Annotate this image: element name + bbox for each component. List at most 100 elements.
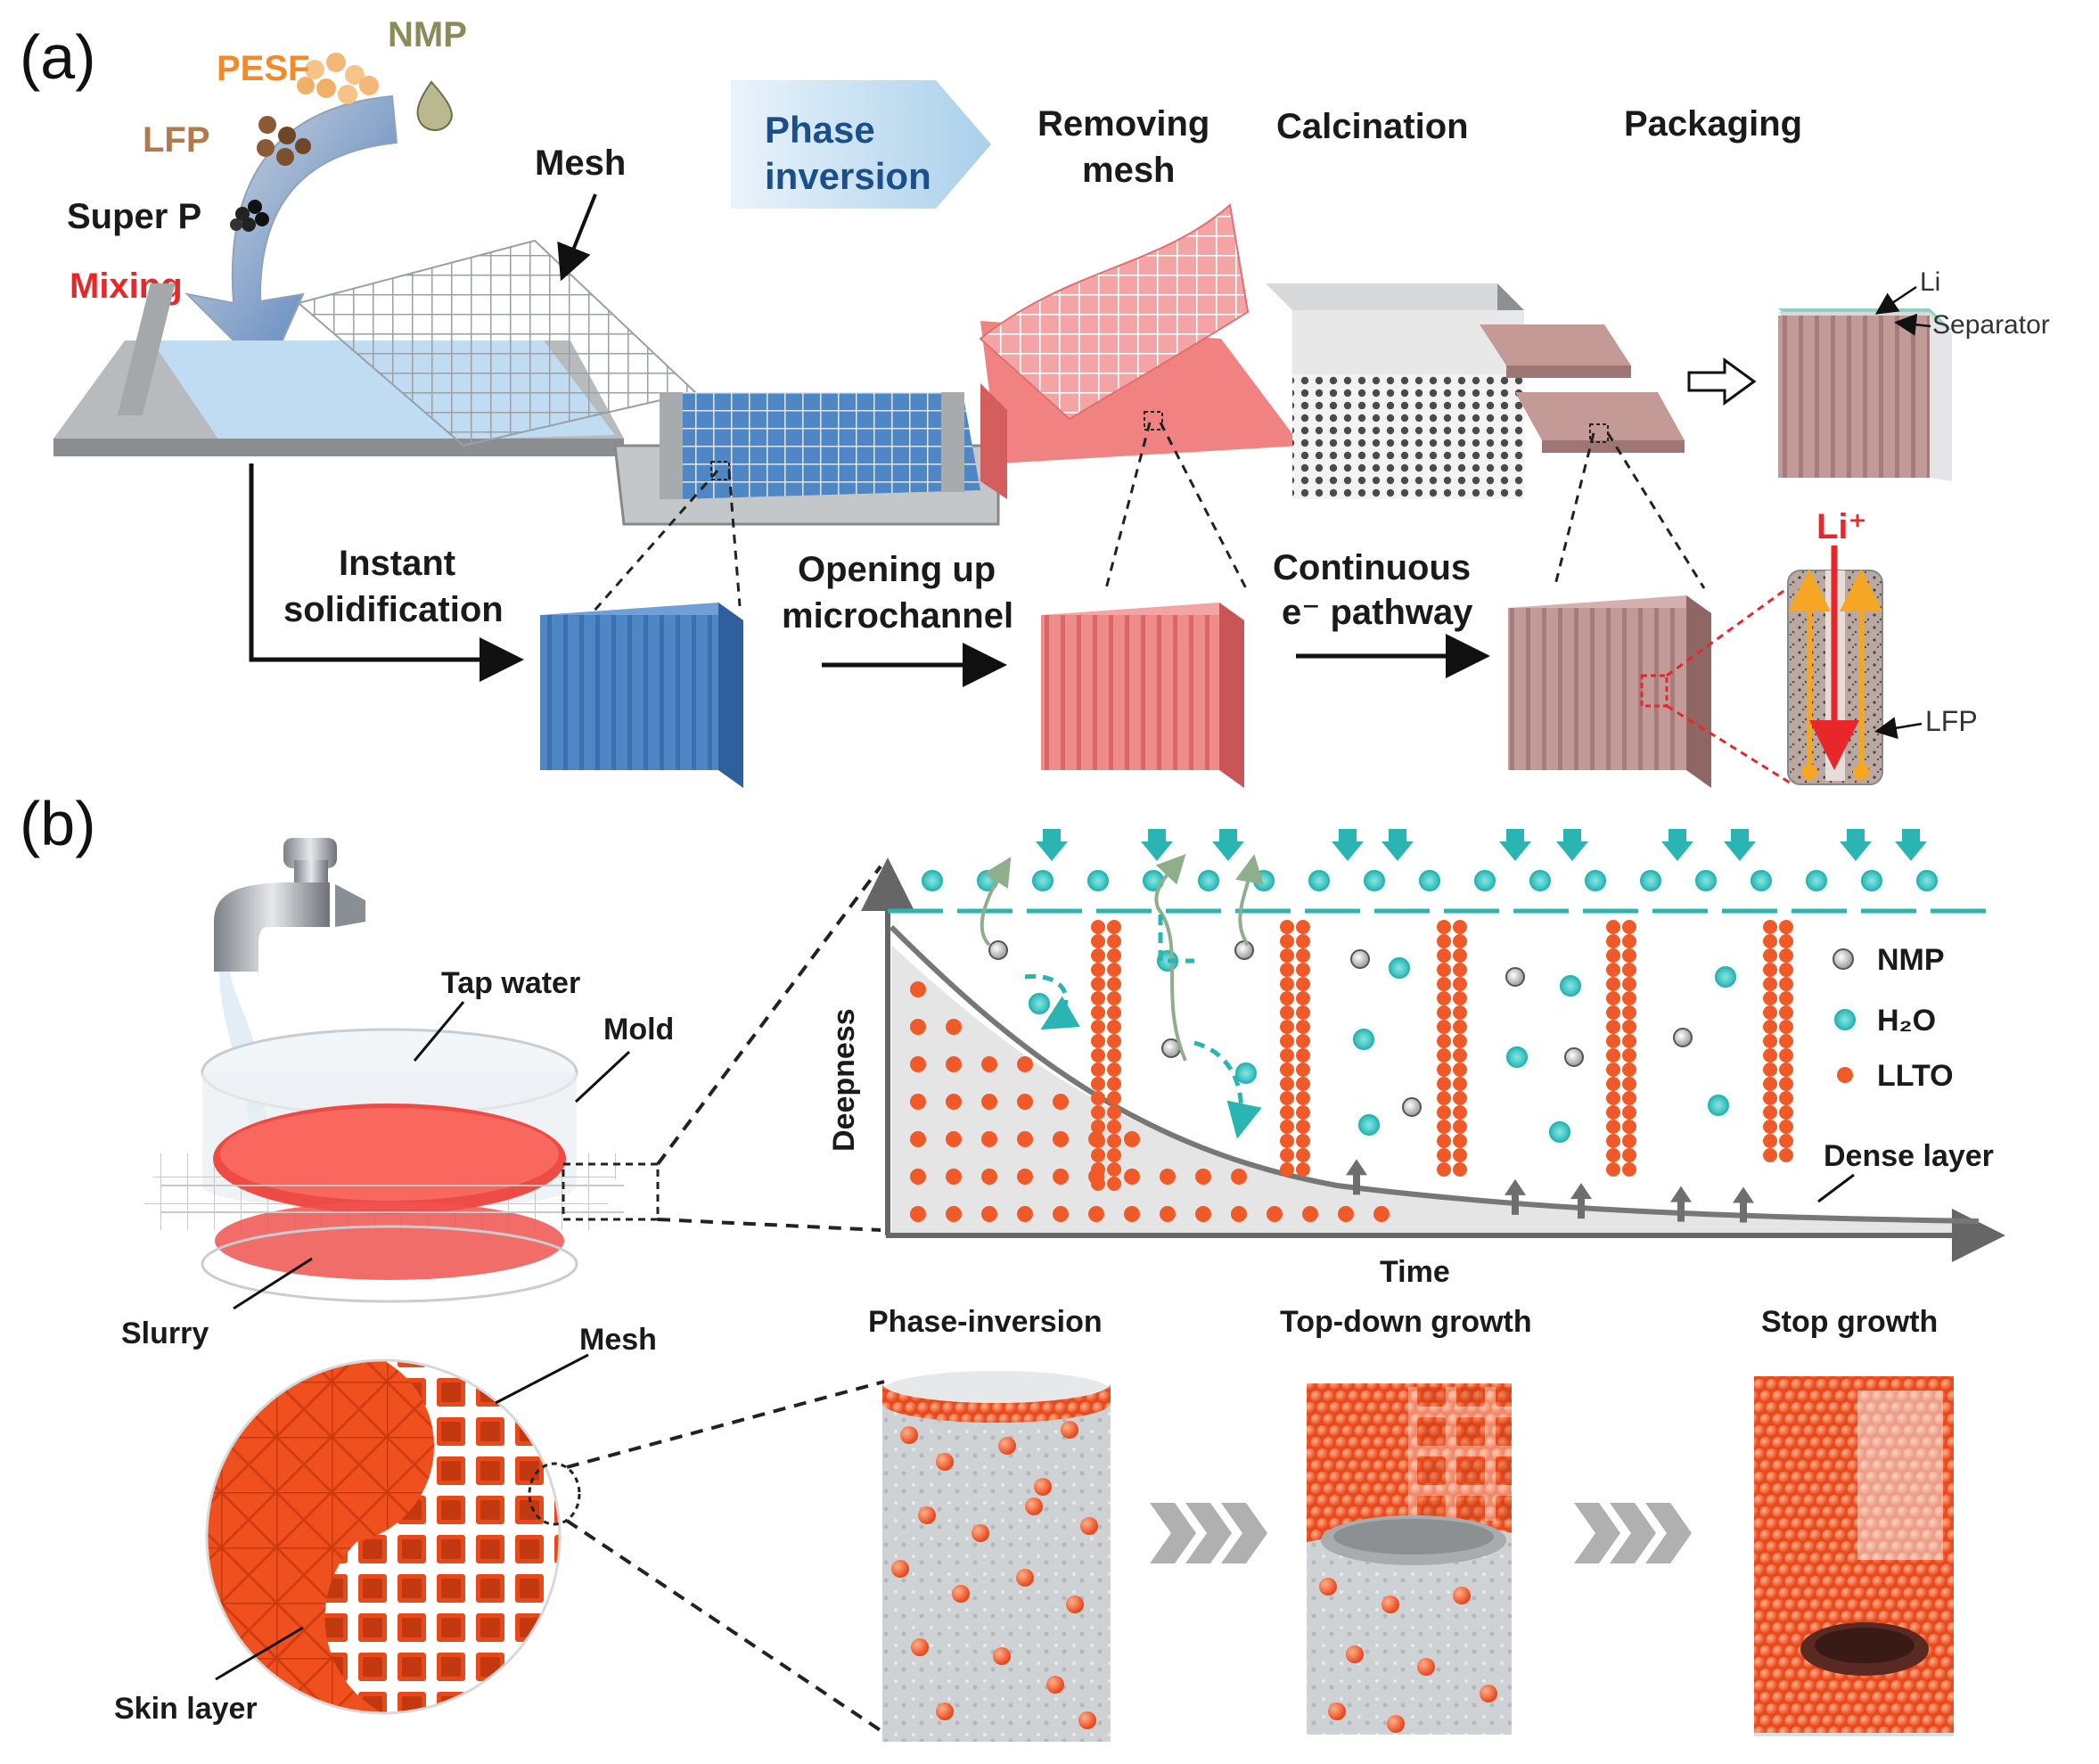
stage-1-particle: [936, 1453, 954, 1471]
llto-column-particle: [1091, 1034, 1105, 1048]
x-axis-label: Time: [1380, 1255, 1450, 1289]
stage-1-particle: [918, 1506, 936, 1524]
llto-column-particle: [1107, 1048, 1121, 1063]
nmp-molecule: [1564, 1047, 1584, 1067]
tap-water-label: Tap water: [441, 966, 580, 1000]
stage-2-particle: [1319, 1578, 1337, 1596]
packaging-label: Packaging: [1624, 104, 1802, 144]
llto-column-particle: [1296, 948, 1310, 963]
llto-particle: [946, 1131, 962, 1147]
llto-column-particle: [1107, 1091, 1121, 1105]
growth-arrow: [1346, 1159, 1367, 1195]
llto-column-particle: [1622, 1048, 1636, 1063]
llto-column-particle: [1622, 1077, 1636, 1091]
llto-particle: [1124, 1131, 1140, 1147]
stage-1-particle: [1034, 1478, 1052, 1496]
llto-particle: [1017, 1131, 1033, 1147]
llto-column-particle: [1779, 977, 1793, 991]
water-molecule: [1364, 870, 1385, 891]
zoom-lines-a: [592, 422, 1706, 612]
lfp-particles: [257, 116, 311, 166]
llto-particle: [1195, 1169, 1211, 1185]
stage-2-particle: [1417, 1658, 1435, 1676]
llto-particle: [1267, 1206, 1283, 1222]
llto-particle: [946, 1169, 962, 1185]
stage-2-particle: [1480, 1685, 1497, 1702]
stage-1-particle: [1046, 1676, 1064, 1694]
llto-column-particle: [1606, 1020, 1620, 1034]
llto-column-particle: [1296, 977, 1310, 991]
llto-column-particle: [1606, 920, 1620, 934]
disk-zoom-line-bottom: [565, 1519, 886, 1735]
llto-column-particle: [1107, 991, 1121, 1005]
llto-column-particle: [1107, 977, 1121, 991]
llto-column-particle: [1107, 920, 1121, 934]
llto-particle: [1053, 1131, 1069, 1147]
llto-column-particle: [1107, 1134, 1121, 1148]
llto-column-particle: [1606, 1048, 1620, 1063]
lfp-pointer-label: LFP: [1925, 705, 1978, 737]
stage-2-particle: [1382, 1596, 1399, 1613]
llto-column-particle: [1453, 1005, 1467, 1020]
llto-particle: [1338, 1206, 1354, 1222]
llto-column-particle: [1107, 948, 1121, 963]
separator-pointer: [1894, 313, 1931, 336]
nmp-molecule: [988, 940, 1008, 960]
llto-particle: [1195, 1206, 1211, 1222]
llto-column-particle: [1280, 948, 1294, 963]
mesh-label: Mesh: [535, 144, 626, 183]
stage-2-cylinder: [1307, 1383, 1512, 1735]
skin-layer-pointer: [215, 1626, 304, 1681]
llto-column-particle: [1091, 1005, 1105, 1020]
dish-zoom-line-top: [656, 865, 882, 1166]
llto-column-particle: [1763, 1134, 1777, 1148]
llto-column-particle: [1622, 1162, 1636, 1177]
llto-column-particle: [1453, 1048, 1467, 1063]
llto-column-particle: [1296, 1148, 1310, 1162]
h2o-molecule: [1560, 975, 1581, 997]
nmp-molecule: [1673, 1028, 1693, 1047]
llto-column-particle: [1763, 1077, 1777, 1091]
llto-particle: [1053, 1094, 1069, 1110]
llto-column-particle: [1453, 948, 1467, 963]
h2o-molecule: [1029, 993, 1050, 1014]
llto-column-particle: [1606, 1148, 1620, 1162]
mold-dish: [135, 1028, 624, 1303]
water-molecule: [1419, 870, 1440, 891]
llto-particle: [1053, 1206, 1069, 1222]
nmp-molecule: [1505, 967, 1525, 987]
llto-column-particle: [1091, 1120, 1105, 1134]
water-molecule: [1253, 870, 1275, 891]
llto-column-particle: [1622, 1005, 1636, 1020]
phase-inversion-line1: Phase: [765, 109, 875, 151]
llto-column-particle: [1437, 1148, 1451, 1162]
llto-column-particle: [1091, 1063, 1105, 1077]
panel-a-label: (a): [20, 22, 96, 92]
dish-zoom-line-bottom: [657, 1218, 881, 1232]
llto-column-particle: [1606, 991, 1620, 1005]
water-molecule: [1529, 870, 1551, 891]
llto-column-particle: [1606, 1091, 1620, 1105]
llto-column-particle: [1437, 991, 1451, 1005]
llto-column-particle: [1606, 1077, 1620, 1091]
stage-1-particle: [972, 1524, 989, 1542]
llto-column-particle: [1091, 1091, 1105, 1105]
li-pointer: [1874, 285, 1917, 315]
llto-column-particle: [1622, 948, 1636, 963]
stage-1-particle: [936, 1702, 954, 1720]
llto-particle: [1124, 1206, 1140, 1222]
llto-column-particle: [1296, 934, 1310, 948]
water-molecule: [1087, 870, 1109, 891]
llto-column-particle: [1453, 1077, 1467, 1091]
llto-column-particle: [1280, 1048, 1294, 1063]
llto-column-particle: [1296, 1034, 1310, 1048]
llto-particle: [1017, 1206, 1033, 1222]
llto-column-particle: [1296, 1134, 1310, 1148]
water-molecule: [1861, 870, 1882, 891]
llto-column-particle: [1606, 1063, 1620, 1077]
llto-column-particle: [1107, 1177, 1121, 1191]
llto-column-particle: [1280, 1105, 1294, 1120]
llto-column-particle: [1779, 1063, 1793, 1077]
llto-column-particle: [1280, 1120, 1294, 1134]
llto-column-particle: [1453, 1148, 1467, 1162]
